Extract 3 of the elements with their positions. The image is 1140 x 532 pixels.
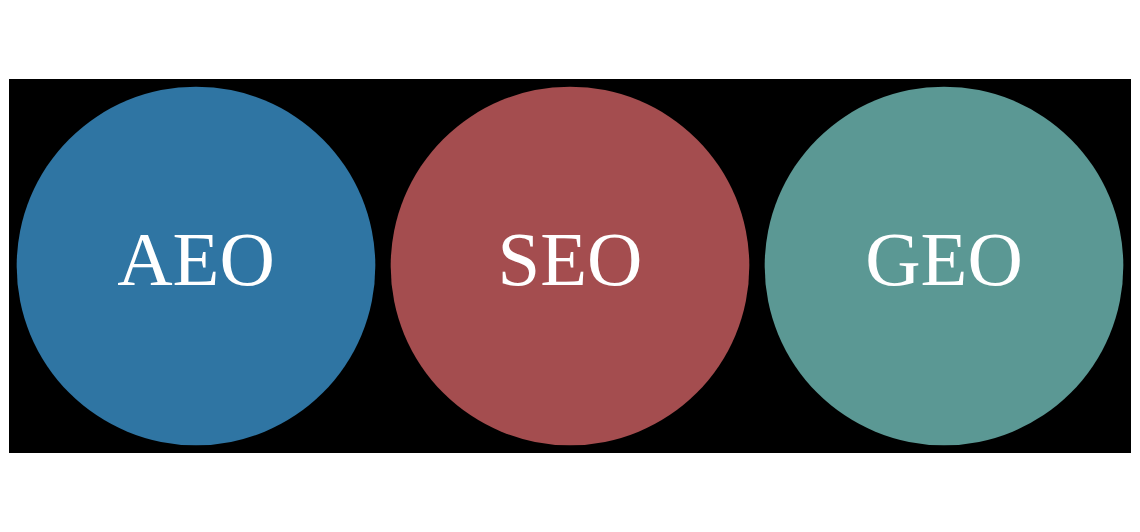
node-circle: SEO	[390, 86, 750, 446]
node-circle: AEO	[16, 86, 376, 446]
node-circle: GEO	[764, 86, 1124, 446]
